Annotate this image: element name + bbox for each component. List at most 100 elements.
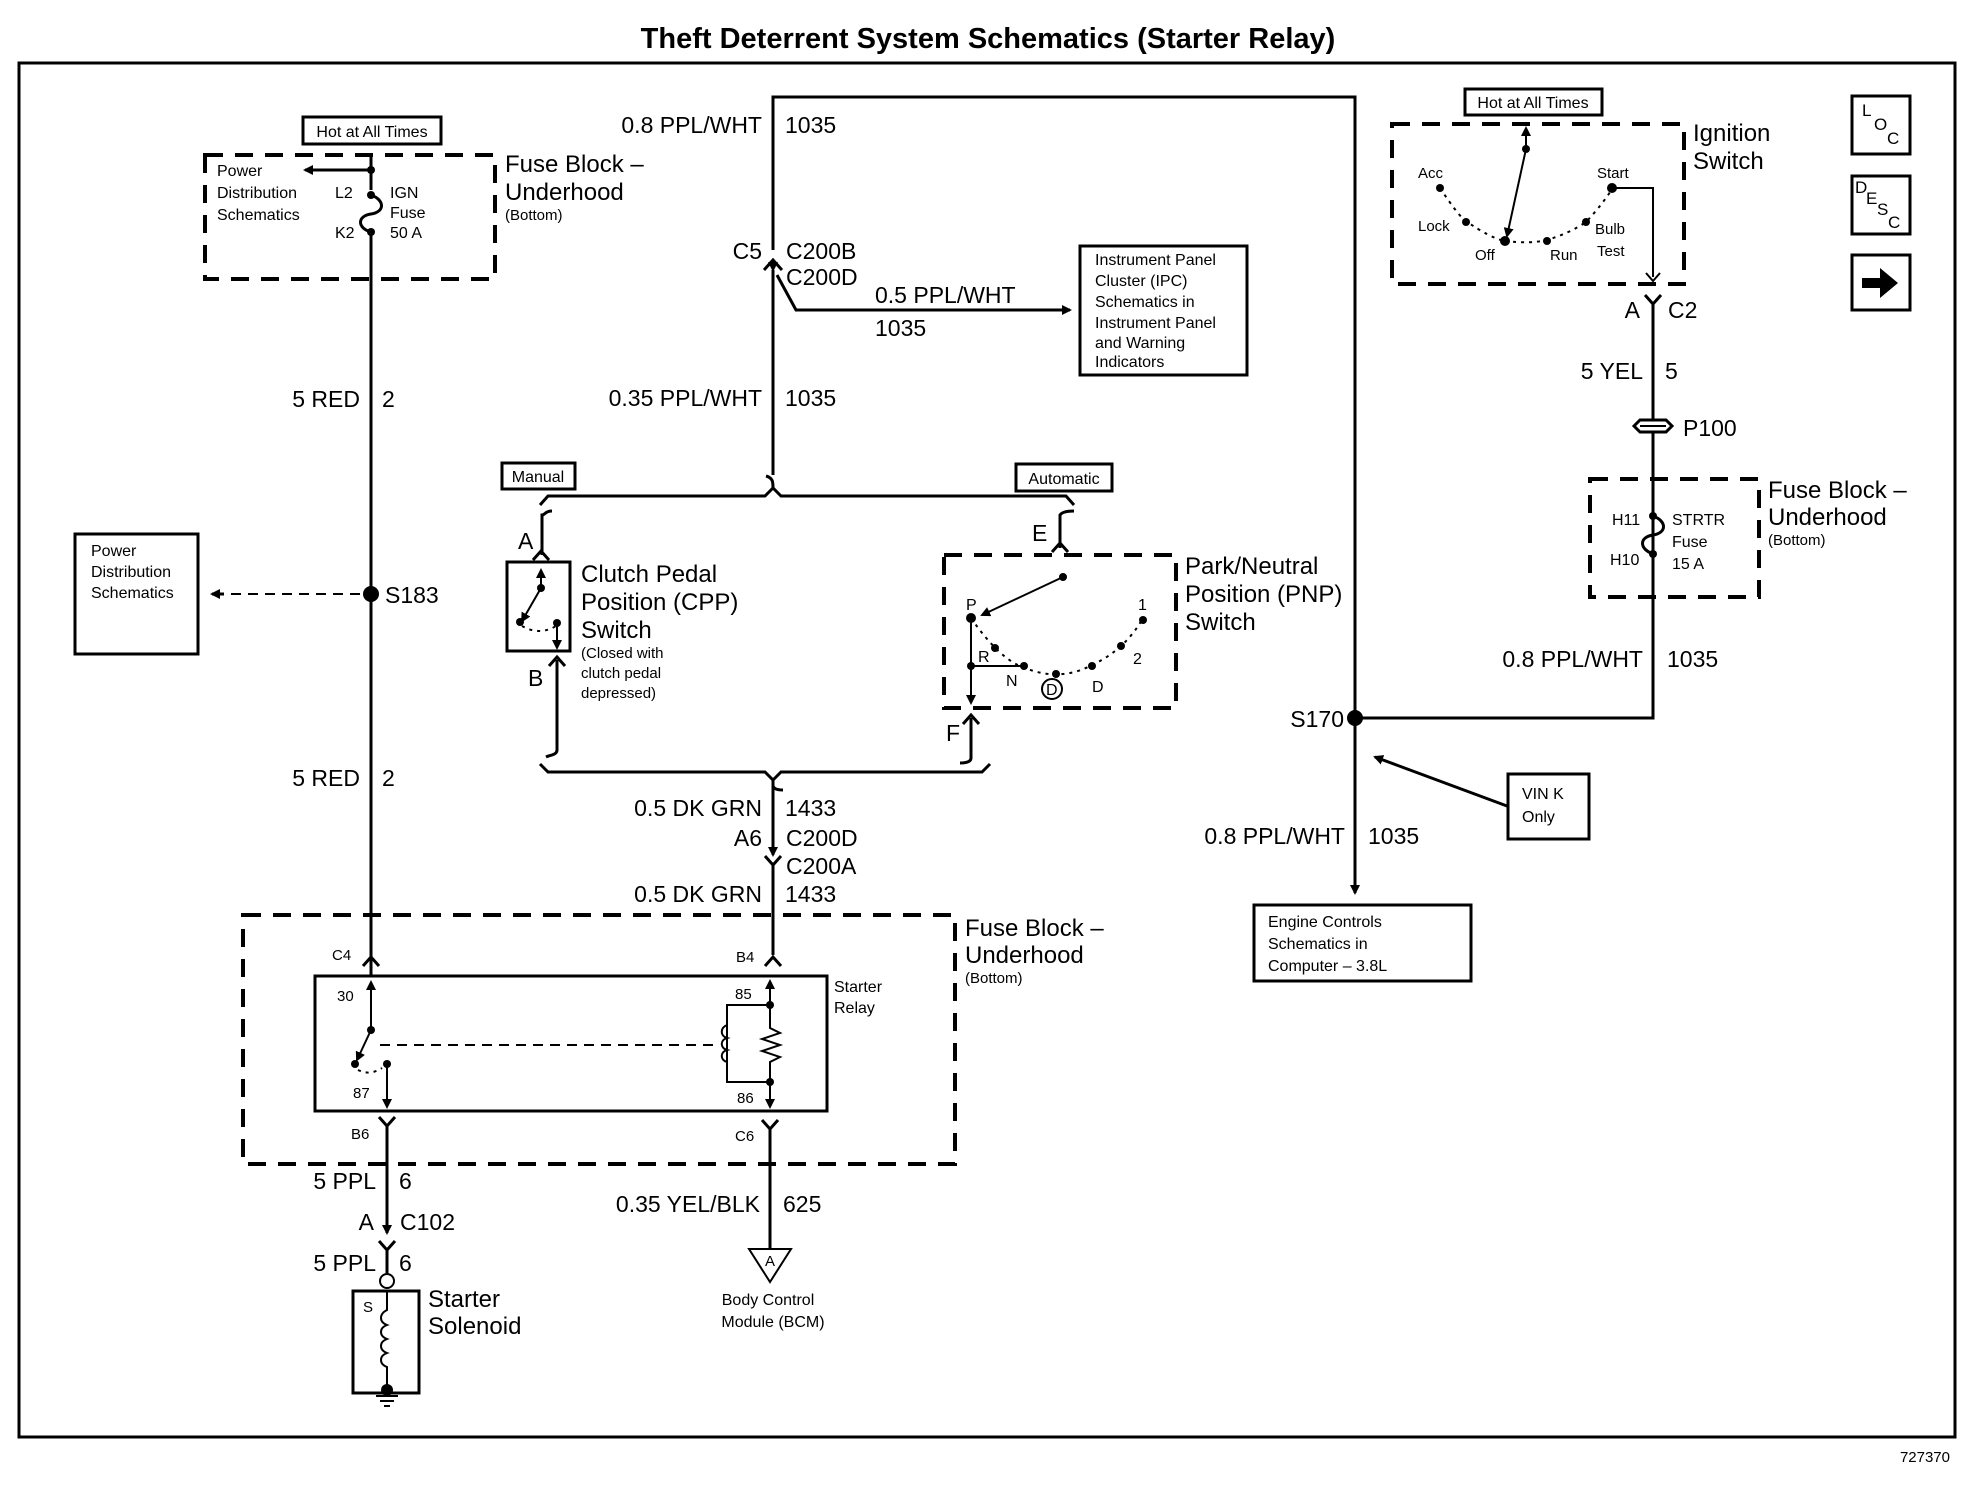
wire-spec: 5 RED [292, 386, 360, 412]
starter-solenoid-label: Solenoid [428, 1313, 521, 1340]
desc-letter: S [1877, 200, 1888, 219]
pnp-switch-title: Position (PNP) [1185, 581, 1342, 608]
pin-label: K2 [335, 225, 355, 242]
splice-label: S183 [385, 582, 439, 608]
fuse-label: STRTR [1672, 512, 1725, 529]
hot-at-all-times-tag-ignition [1463, 87, 1604, 117]
fuse-label: 15 A [1672, 556, 1704, 573]
desc-icon [1850, 174, 1912, 236]
loc-letter: O [1874, 115, 1887, 134]
fuse-block-title: Fuse Block – [965, 915, 1104, 942]
desc-letter: D [1855, 178, 1867, 197]
power-dist-text: Power [91, 543, 137, 560]
ipc-box [1078, 244, 1249, 377]
cpp-switch-title: Clutch Pedal [581, 561, 717, 588]
ignition-position: Start [1597, 165, 1630, 182]
wire-spec: 0.8 PPL/WHT [1502, 646, 1643, 672]
fuse-block-subtitle: (Bottom) [505, 207, 563, 224]
bcm-connector-triangle-icon [747, 1248, 793, 1284]
cpp-switch-note: clutch pedal [581, 665, 661, 682]
ignition-switch-box [1390, 122, 1686, 286]
ipc-text: Schematics in [1095, 294, 1195, 311]
relay-terminal: 87 [353, 1085, 370, 1102]
bcm-connector-link[interactable]: A [747, 1248, 793, 1284]
ign-fuse-icon [359, 193, 383, 234]
ground-icon [376, 1395, 398, 1407]
ignition-position: Run [1550, 247, 1578, 264]
wire-spec: 5 RED [292, 765, 360, 791]
fuse-block-title: Underhood [505, 179, 624, 206]
strtr-fuse-icon [1641, 514, 1665, 556]
power-dist-box [73, 532, 200, 656]
ignition-switch-title: Switch [1693, 148, 1764, 175]
desc-button[interactable]: D E S C [1850, 174, 1912, 236]
wire-circuit: 1433 [785, 881, 836, 907]
pnp-position: D [1046, 682, 1058, 699]
manual-tag-text: Manual [512, 469, 564, 486]
wire-0-8-ppl-wht-right [1355, 554, 1655, 720]
ignition-position: Lock [1418, 218, 1450, 235]
fuse-label: IGN [390, 185, 418, 202]
pnp-position: P [966, 597, 977, 614]
fuse-block-underhood-right [1588, 477, 1761, 599]
pass-through-p100-icon [1631, 418, 1675, 434]
connector-pin: A [1625, 297, 1641, 323]
fuse-block-subtitle: (Bottom) [1768, 532, 1826, 549]
desc-letter: C [1888, 213, 1900, 232]
fuse-block-underhood-left [203, 153, 497, 281]
wire-circuit: 1035 [785, 385, 836, 411]
wire-circuit: 1035 [875, 315, 926, 341]
wire-spec: 0.5 DK GRN [634, 881, 762, 907]
next-button[interactable] [1850, 253, 1912, 312]
cpp-switch-note: (Closed with [581, 645, 664, 662]
wire-spec: 0.5 PPL/WHT [875, 282, 1016, 308]
cpp-switch-note: depressed) [581, 685, 656, 702]
wire-spec: 0.5 DK GRN [634, 795, 762, 821]
fuse-block-title: Underhood [965, 942, 1084, 969]
pnp-position: D [1092, 679, 1104, 696]
fuse-label: Fuse [390, 205, 426, 222]
ipc-schematics-link[interactable]: Instrument Panel Cluster (IPC) Schematic… [1078, 244, 1249, 377]
fuse-label: Fuse [1672, 534, 1708, 551]
wire-spec: 0.35 PPL/WHT [609, 385, 762, 411]
connector-label: C102 [400, 1209, 455, 1235]
engine-controls-text: Computer – 3.8L [1268, 958, 1387, 975]
relay-coil-icon [720, 1024, 731, 1063]
pin-label: E [1032, 520, 1047, 546]
wire-0-8-ppl-wht [771, 95, 1357, 718]
starter-solenoid-label: Starter [428, 1286, 500, 1313]
wire-circuit: 2 [382, 765, 395, 791]
cpp-switch-title: Position (CPP) [581, 589, 738, 616]
connector-label: C200D [786, 264, 858, 290]
wire-spec: 0.35 YEL/BLK [616, 1191, 761, 1217]
splice-label: S170 [1290, 706, 1344, 732]
hot-at-all-times-text: Hot at All Times [316, 124, 427, 141]
bcm-label: Body Control [722, 1292, 815, 1309]
fuse-block-subtitle: (Bottom) [965, 970, 1023, 987]
automatic-tag [1014, 462, 1114, 493]
manual-tag [500, 461, 577, 491]
vin-k-text: Only [1522, 809, 1555, 826]
engine-controls-box [1252, 903, 1473, 983]
starter-relay-box [313, 974, 829, 1113]
wire-circuit: 2 [382, 386, 395, 412]
cpp-switch-box [505, 560, 572, 653]
power-distribution-link[interactable]: Power Distribution Schematics [73, 532, 200, 656]
pin-label: B6 [351, 1126, 369, 1143]
engine-controls-link[interactable]: Engine Controls Schematics in Computer –… [1252, 903, 1473, 983]
connector-label: C200B [786, 238, 856, 264]
wire-spec: 5 YEL [1581, 358, 1643, 384]
loc-button[interactable]: L O C [1850, 94, 1912, 156]
pin-label: B4 [736, 949, 754, 966]
wire-circuit: 5 [1665, 358, 1678, 384]
next-arrow-icon [1862, 268, 1898, 298]
loc-letter: C [1887, 129, 1899, 148]
ipc-text: Instrument Panel [1095, 315, 1216, 332]
pin-label: L2 [335, 185, 353, 202]
connector-label: C200A [786, 853, 857, 879]
ignition-position: Test [1597, 243, 1625, 260]
vin-k-text: VIN K [1522, 786, 1564, 803]
connector-pin: A [359, 1209, 375, 1235]
pin-label: C6 [735, 1128, 754, 1145]
figure-id: 727370 [1900, 1449, 1950, 1466]
